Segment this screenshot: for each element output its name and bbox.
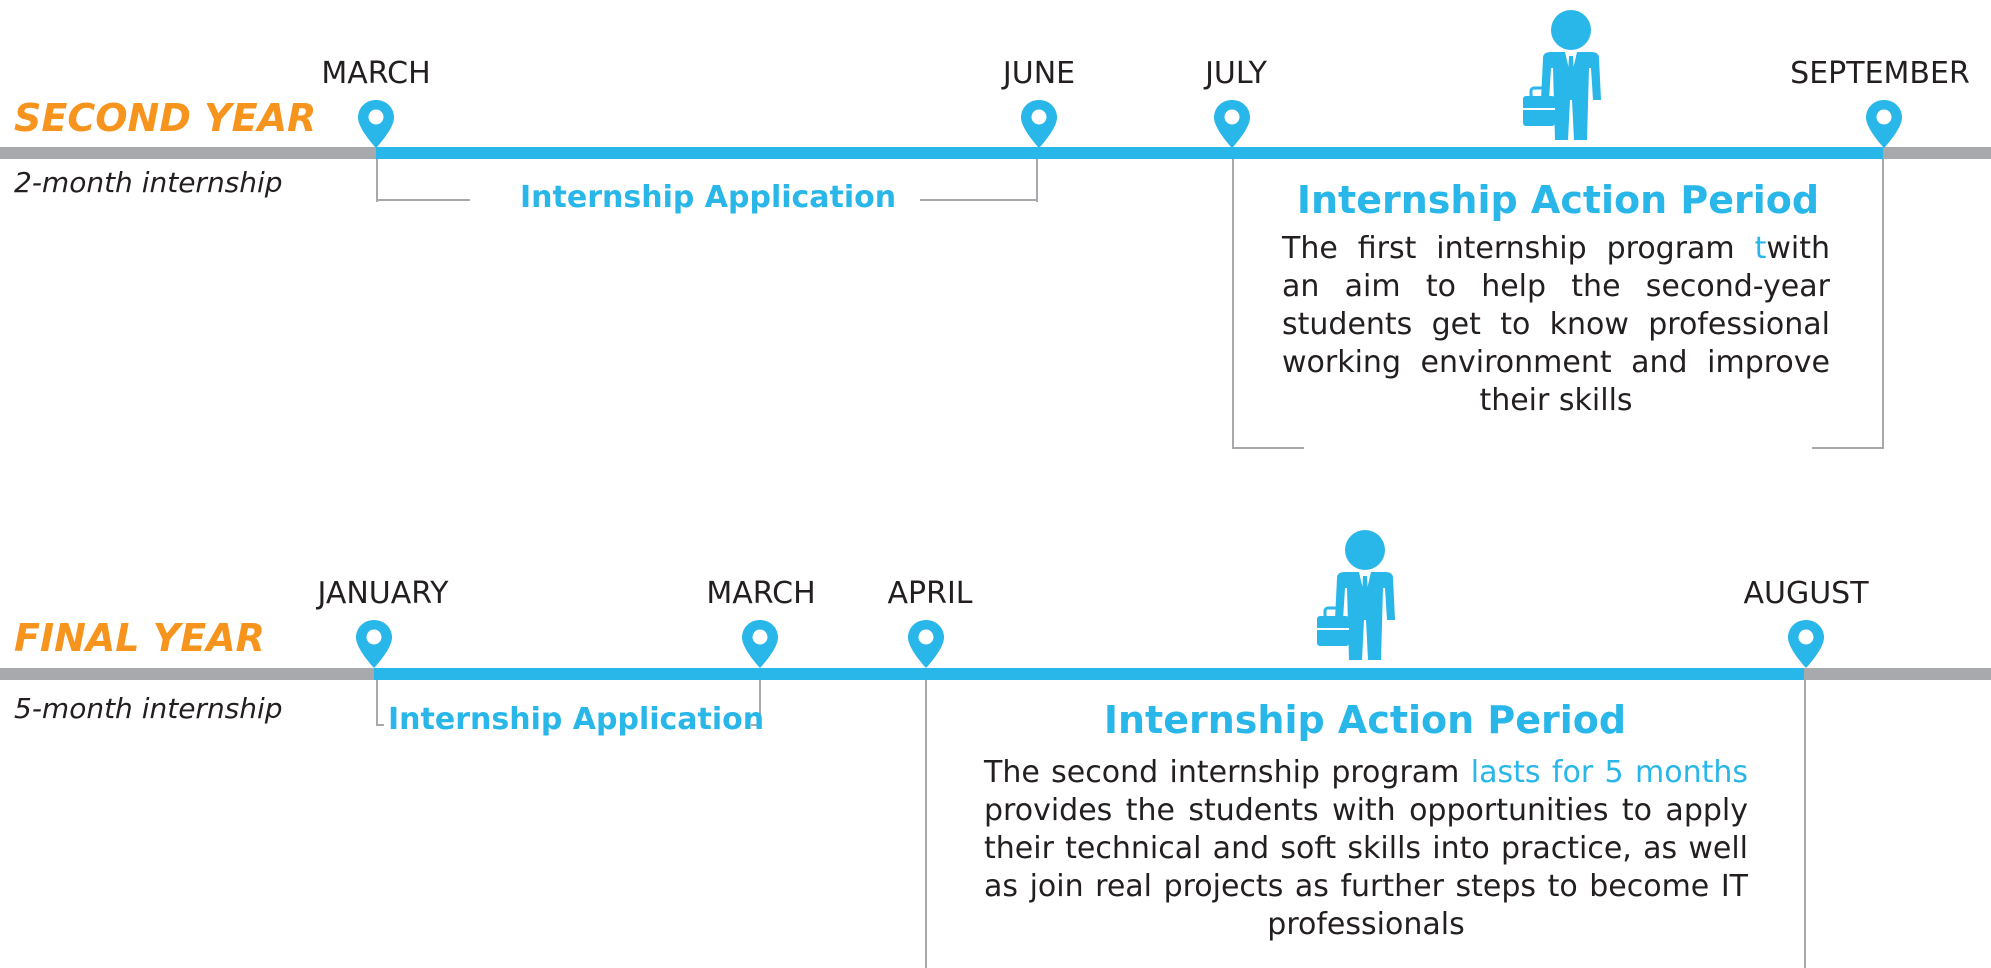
bracket-line	[751, 724, 761, 726]
location-pin-icon	[908, 620, 944, 668]
bracket-line	[1804, 680, 1806, 968]
month-label: JUNE	[1002, 56, 1076, 91]
duration-label: 2-month internship	[14, 166, 283, 199]
duration-label: 5-month internship	[14, 692, 283, 725]
month-label: MARCH	[706, 576, 816, 611]
location-pin-icon	[1214, 100, 1250, 148]
location-pin-icon	[742, 620, 778, 668]
action-description: The first internship program twith an ai…	[1282, 231, 1830, 418]
bracket-line	[376, 199, 470, 201]
month-label: AUGUST	[1743, 576, 1869, 611]
bracket-line	[376, 680, 378, 726]
bracket-line	[1232, 159, 1234, 449]
businessman-icon	[1523, 10, 1601, 140]
month-label: JANUARY	[317, 576, 449, 611]
year-label: SECOND YEAR	[14, 96, 317, 140]
month-label: MARCH	[321, 56, 431, 91]
bracket-line	[925, 680, 927, 968]
location-pin-icon	[356, 620, 392, 668]
timeline-progress	[376, 147, 1883, 159]
bracket-line	[376, 159, 378, 202]
location-pin-icon	[358, 100, 394, 148]
timeline-progress	[374, 668, 1804, 680]
action-phase-title: Internship Action Period	[1103, 698, 1627, 742]
bracket-line	[376, 724, 384, 726]
bracket-line	[920, 199, 1038, 201]
bracket-line	[1232, 447, 1304, 449]
month-label: APRIL	[887, 576, 973, 611]
month-label: JULY	[1205, 56, 1267, 91]
bracket-line	[1036, 159, 1038, 202]
bracket-line	[1812, 447, 1884, 449]
application-phase-label: Internship Application	[388, 702, 765, 737]
action-description: The second internship program lasts for …	[984, 755, 1748, 942]
bracket-line	[1882, 159, 1884, 449]
application-phase-label: Internship Application	[520, 180, 897, 215]
location-pin-icon	[1788, 620, 1824, 668]
location-pin-icon	[1866, 100, 1902, 148]
businessman-icon	[1317, 530, 1395, 660]
action-phase-title: Internship Action Period	[1296, 178, 1820, 222]
month-label: SEPTEMBER	[1790, 56, 1970, 91]
location-pin-icon	[1021, 100, 1057, 148]
year-label: FINAL YEAR	[14, 616, 265, 660]
bracket-line	[759, 680, 761, 726]
